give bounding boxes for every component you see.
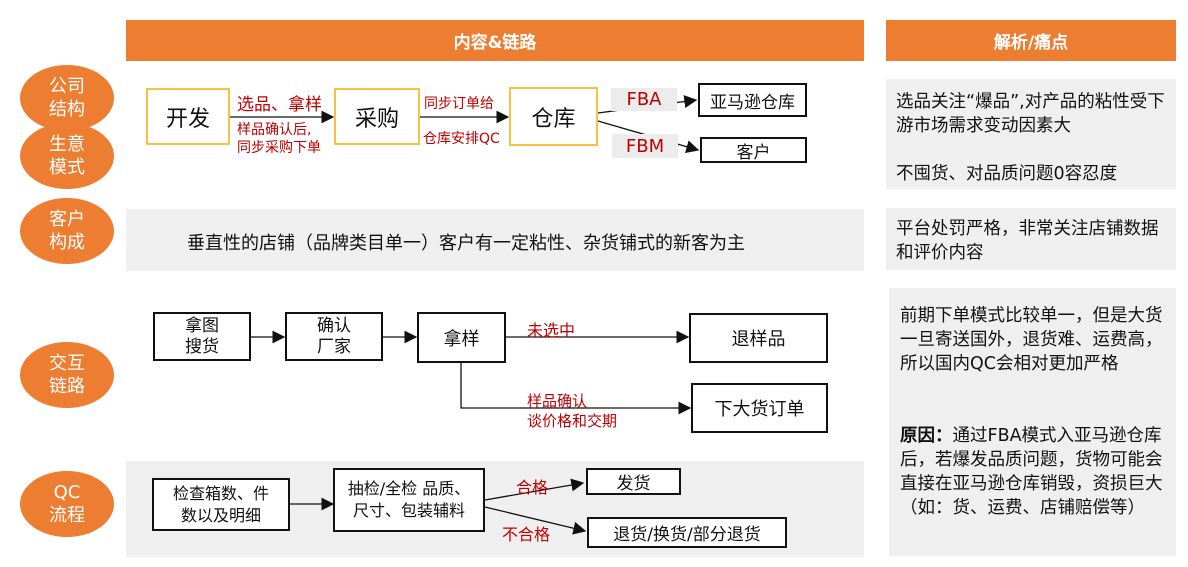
note-panel-1 bbox=[886, 79, 1176, 189]
note-2-text: 平台处罚严格，非常关注店铺数据和评价内容 bbox=[896, 219, 1159, 263]
check-quantity-box: 检查箱数、件 数以及明细 bbox=[152, 478, 290, 531]
note-3-reason-text: 通过FBA模式入亚马逊仓库后，若爆发品质问题，货物可能会直接在亚马逊仓库销毁，资… bbox=[900, 426, 1163, 518]
note-panel-3 bbox=[889, 288, 1176, 556]
customer-box: 客户 bbox=[700, 137, 807, 163]
note-3-reason-label: 原因： bbox=[900, 426, 953, 446]
label-pass: 合格 bbox=[516, 478, 549, 497]
row-customer-composition: 客户 构成 bbox=[20, 198, 114, 264]
note-1-red: 不囤货、对品质问题0容忍度 bbox=[896, 164, 1118, 184]
row-qc-process: QC 流程 bbox=[20, 471, 114, 537]
label-confirm-price: 样品确认 谈价格和交期 bbox=[527, 392, 618, 430]
fbm-tag: FBM bbox=[612, 134, 678, 158]
return-sample-box: 退样品 bbox=[689, 313, 828, 363]
inspection-box: 抽检/全检 品质、 尺寸、包装辅料 bbox=[333, 468, 485, 532]
confirm-factory-box: 确认 厂家 bbox=[285, 312, 383, 361]
purchase-box: 采购 bbox=[334, 88, 420, 145]
returns-box: 退货/换货/部分退货 bbox=[587, 517, 787, 548]
warehouse-box: 仓库 bbox=[509, 87, 598, 146]
fba-tag: FBA bbox=[611, 88, 677, 111]
sample-box: 拿样 bbox=[417, 312, 506, 363]
content-header: 内容&链路 bbox=[126, 20, 864, 61]
ship-box: 发货 bbox=[586, 468, 681, 495]
customer-panel bbox=[126, 209, 864, 271]
label-select-sample: 选品、拿样 bbox=[237, 95, 322, 115]
label-not-selected: 未选中 bbox=[527, 321, 576, 340]
row-interaction-chain: 交互 链路 bbox=[20, 342, 114, 408]
develop-box: 开发 bbox=[146, 88, 230, 145]
analysis-header: 解析/痛点 bbox=[886, 20, 1176, 61]
note-3-reason: 原因：通过FBA模式入亚马逊仓库后，若爆发品质问题，货物可能会直接在亚马逊仓库销… bbox=[900, 424, 1172, 520]
row-company-structure: 公司 结构 bbox=[20, 65, 114, 131]
label-confirm-order: 样品确认后, 同步采购下单 bbox=[237, 122, 321, 156]
note-1-text: 选品关注“爆品”,对产品的粘性受下游市场需求变动因素大 bbox=[896, 92, 1165, 136]
label-warehouse-qc: 仓库安排QC bbox=[423, 131, 500, 147]
amazon-warehouse-box: 亚马逊仓库 bbox=[698, 83, 807, 117]
note-3-text: 前期下单模式比较单一，但是大货一旦寄送国外，退货难、运费高，所以国内QC会相对更… bbox=[900, 306, 1163, 374]
row-business-model: 生意 模式 bbox=[20, 123, 114, 189]
note-panel-2 bbox=[886, 208, 1176, 270]
pick-search-box: 拿图 搜货 bbox=[153, 312, 251, 361]
bulk-order-box: 下大货订单 bbox=[691, 383, 828, 433]
label-sync-order: 同步订单给 bbox=[424, 96, 494, 112]
label-fail: 不合格 bbox=[502, 525, 551, 544]
customer-composition-text: 垂直性的店铺（品牌类目单一）客户有一定粘性、杂货铺式的新客为主 bbox=[187, 233, 745, 254]
